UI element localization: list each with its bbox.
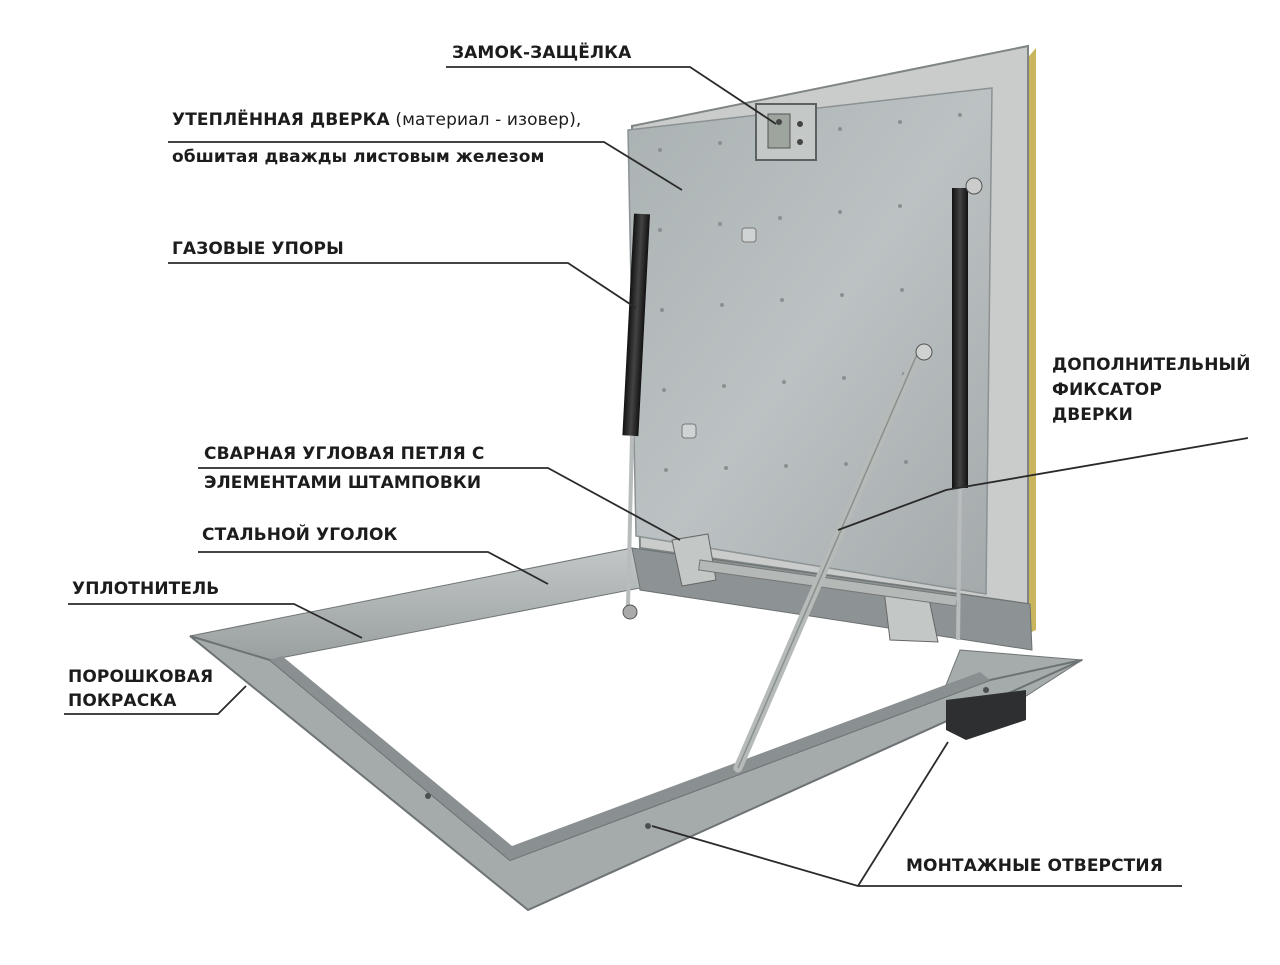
gas-strut-left-rod bbox=[626, 435, 634, 607]
label-mount-holes: МОНТАЖНЫЕ ОТВЕРСТИЯ bbox=[906, 856, 1163, 876]
welded-hinges bbox=[671, 533, 959, 643]
label-fixer-line1: ДОПОЛНИТЕЛЬНЫЙ bbox=[1052, 355, 1251, 375]
leader-lines bbox=[64, 66, 1249, 887]
gas-strut-right-mount bbox=[965, 177, 983, 195]
leader-hinge bbox=[198, 467, 681, 541]
gas-strut-left-mount bbox=[622, 604, 638, 620]
leader-mount-holes-2 bbox=[857, 741, 949, 887]
leader-powder bbox=[64, 685, 247, 715]
label-door-title: УТЕПЛЁННАЯ ДВЕРКА bbox=[172, 110, 390, 130]
label-powder-line1: ПОРОШКОВАЯ bbox=[68, 667, 214, 687]
leader-fixer bbox=[837, 437, 1249, 531]
label-door: УТЕПЛЁННАЯ ДВЕРКА (материал - изовер), bbox=[172, 109, 581, 131]
mount-hole bbox=[425, 793, 431, 799]
leader-gas-struts bbox=[168, 262, 637, 309]
leader-seal bbox=[68, 603, 363, 639]
mount-hole bbox=[645, 823, 651, 829]
insulated-door bbox=[627, 44, 1036, 646]
label-powder-line2: ПОКРАСКА bbox=[68, 691, 177, 711]
label-gas-struts: ГАЗОВЫЕ УПОРЫ bbox=[172, 239, 344, 259]
door-handle-top bbox=[741, 227, 757, 243]
label-steel-angle: СТАЛЬНОЙ УГОЛОК bbox=[202, 525, 398, 545]
door-fixer-rod-edge bbox=[737, 351, 919, 769]
gas-strut-right-cylinder bbox=[952, 188, 968, 488]
lock-latch bbox=[755, 103, 817, 161]
gas-strut-right-rod bbox=[956, 487, 962, 641]
leader-steel-angle bbox=[198, 551, 549, 585]
door-fixer-pivot bbox=[915, 343, 933, 361]
label-hinge-line2: ЭЛЕМЕНТАМИ ШТАМПОВКИ bbox=[204, 473, 482, 493]
label-fixer-line2: ФИКСАТОР bbox=[1052, 380, 1162, 400]
label-lock: ЗАМОК-ЗАЩЁЛКА bbox=[452, 43, 632, 63]
gas-strut-left-cylinder bbox=[622, 213, 650, 437]
leader-door bbox=[168, 141, 683, 191]
label-hinge-line1: СВАРНАЯ УГЛОВАЯ ПЕТЛЯ С bbox=[204, 444, 485, 464]
frame-inner-lip bbox=[270, 656, 990, 860]
label-door-material: (материал - изовер), bbox=[389, 110, 582, 130]
label-seal: УПЛОТНИТЕЛЬ bbox=[72, 579, 220, 599]
door-handle-bottom bbox=[681, 423, 697, 439]
leader-lock bbox=[446, 66, 777, 125]
frame-underside-bracket bbox=[946, 690, 1026, 740]
mount-hole bbox=[983, 687, 989, 693]
label-door-line2: обшитая дважды листовым железом bbox=[172, 147, 545, 167]
door-inner-panel bbox=[627, 87, 993, 595]
label-fixer-line3: ДВЕРКИ bbox=[1052, 405, 1133, 425]
gas-struts bbox=[622, 177, 983, 641]
hinge-left bbox=[671, 533, 717, 587]
